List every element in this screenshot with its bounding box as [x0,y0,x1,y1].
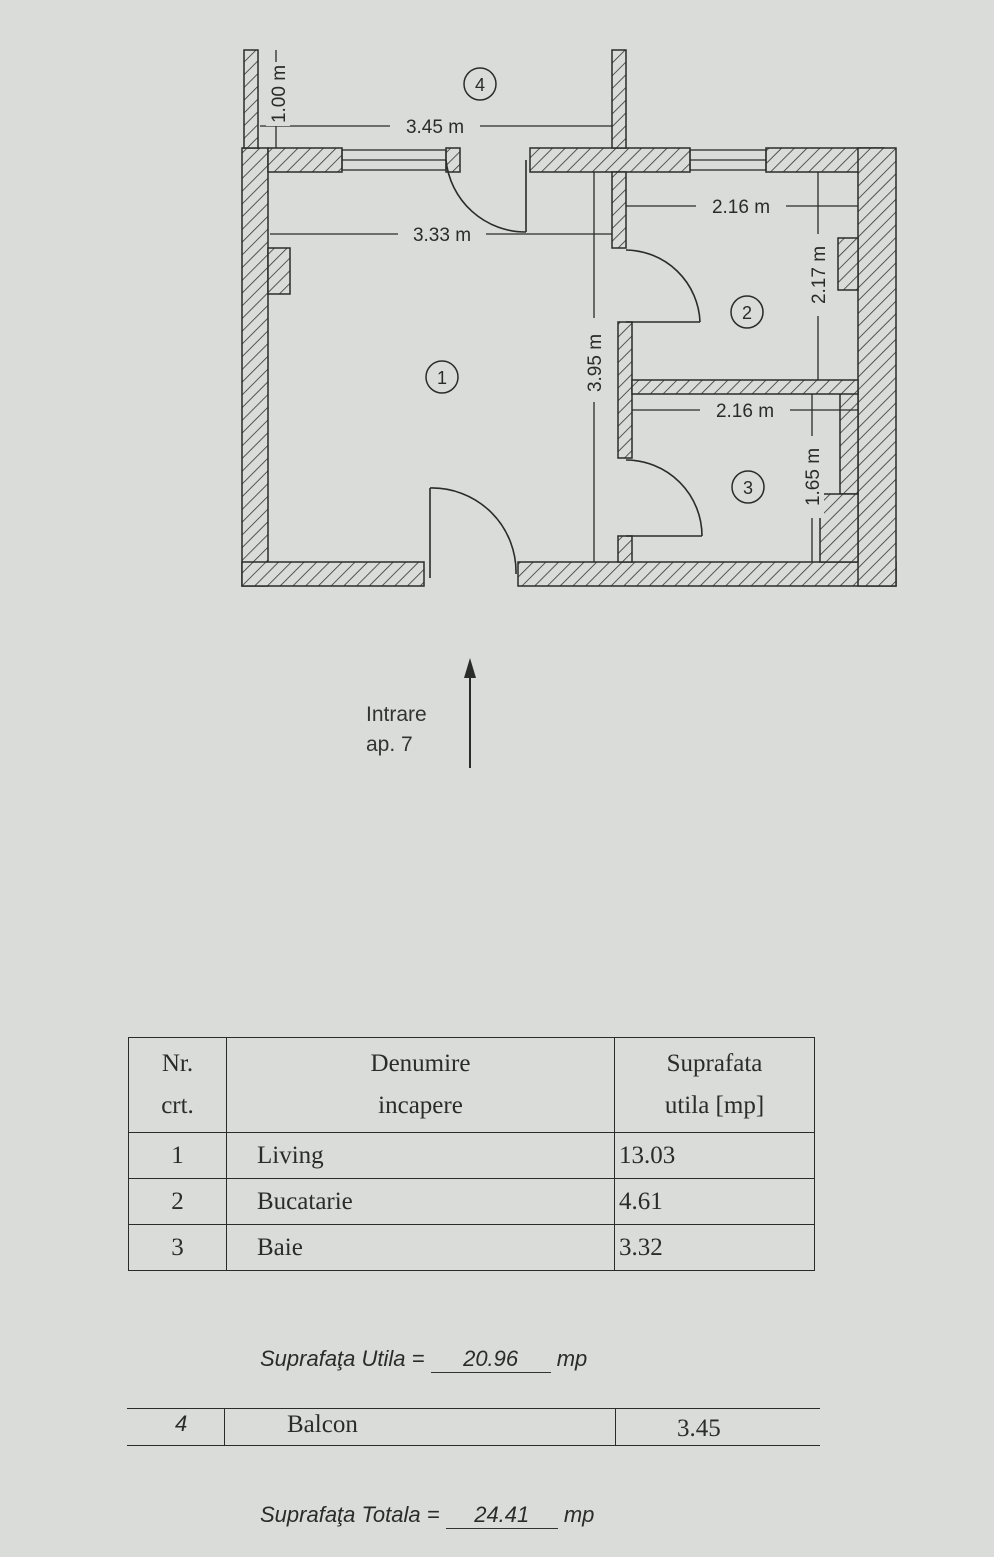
dim-bath-width: 2.16 m [716,401,774,422]
header-area-line1: Suprafata [666,1050,763,1077]
row-nr: 2 [128,1178,227,1225]
total-area-line: Suprafaţa Totala = 24.41 mp [260,1502,594,1529]
entry-label-line1: Intrare [366,703,427,726]
room-number-2: 2 [742,303,752,323]
useful-area-label: Suprafaţa Utila = [260,1346,425,1371]
entry-label: Intrare ap. 7 [366,700,427,760]
room-number-1: 1 [437,368,447,388]
header-nr-line2: crt. [161,1092,194,1119]
dim-kitchen-width: 2.16 m [712,197,770,218]
header-nr-line1: Nr. [161,1050,194,1077]
total-area-label: Suprafaţa Totala = [260,1502,440,1527]
table-row: 2 Bucatarie 4.61 [128,1178,815,1225]
balcony-row: 4 Balcon 3.45 [127,1408,820,1446]
dim-balcony-depth: 1.00 m [269,65,290,123]
entry-arrow-icon [464,658,476,768]
header-area-line2: utila [mp] [664,1092,765,1119]
rooms-table: Nr. crt. Denumire incapere Suprafata utila … [128,1037,815,1271]
dim-bath-depth: 1.65 m [803,448,824,506]
header-name-line2: incapere [378,1092,463,1119]
row-area: 13.03 [614,1132,815,1179]
entry-label-line2: ap. 7 [366,733,413,756]
floor-plan: 1.00 m 3.45 m 3.33 m 3.95 m 2.16 m 2.17 … [241,49,897,768]
dimension-lines [260,50,858,562]
total-area-value: 24.41 [445,1502,558,1529]
room-number-3: 3 [743,478,753,498]
balcony-nr: 4 [175,1411,188,1436]
useful-area-value: 20.96 [430,1346,551,1373]
room-number-4: 4 [475,75,485,95]
dim-balcony-width: 3.45 m [406,117,464,138]
row-name: Living [226,1132,615,1179]
header-name-line1: Denumire [370,1050,471,1077]
row-area: 4.61 [614,1178,815,1225]
balcony-name: Balcon [287,1411,358,1438]
balcony-area: 3.45 [677,1415,721,1442]
walls [241,49,897,587]
table-row: 3 Baie 3.32 [128,1224,815,1271]
row-nr: 3 [128,1224,227,1271]
dim-living-depth: 3.95 m [585,334,606,392]
row-name: Bucatarie [226,1178,615,1225]
dimension-labels: 1.00 m 3.45 m 3.33 m 3.95 m 2.16 m 2.17 … [266,62,830,518]
row-name: Baie [226,1224,615,1271]
useful-area-unit: mp [556,1346,588,1371]
room-markers [425,67,765,504]
row-nr: 1 [128,1132,227,1179]
doors [429,159,703,578]
row-area: 3.32 [614,1224,815,1271]
table-header: Nr. crt. Denumire incapere Suprafata utila … [128,1037,815,1133]
total-area-unit: mp [563,1502,595,1527]
useful-area-line: Suprafaţa Utila = 20.96 mp [260,1346,587,1373]
dim-living-width: 3.33 m [413,225,471,246]
table-row: 1 Living 13.03 [128,1132,815,1179]
dim-kitchen-depth: 2.17 m [809,246,830,304]
